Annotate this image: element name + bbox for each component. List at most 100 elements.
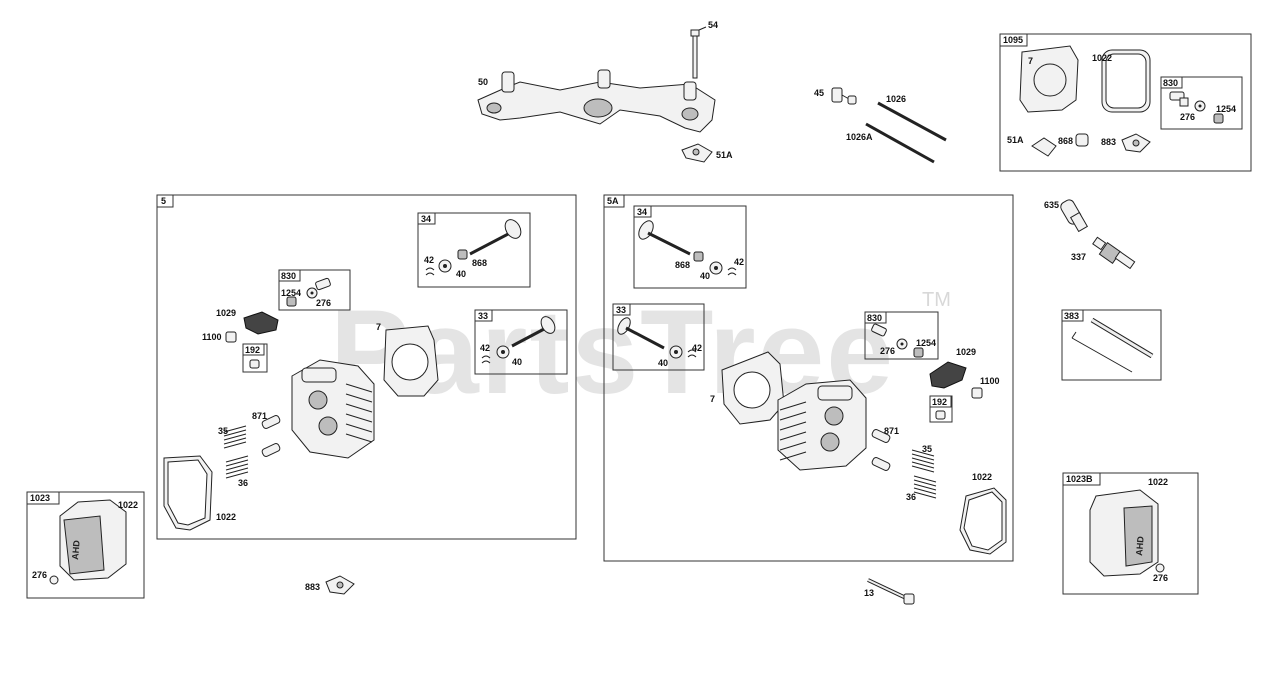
label-13: 13 xyxy=(864,588,874,598)
b5-sub-192-tag[interactable] xyxy=(242,343,265,356)
kit-1023-label-276: 276 xyxy=(32,570,47,580)
label-box-830-kit: 830 xyxy=(1163,78,1178,88)
kit-1023B-part-276-washer[interactable] xyxy=(1155,563,1165,573)
b5-part-1100-pivot[interactable] xyxy=(225,331,237,343)
b5-part-40-retainer-b[interactable] xyxy=(496,345,510,359)
b5-part-42-keeper-a[interactable] xyxy=(425,267,435,276)
kit-1095-part-276-washer[interactable] xyxy=(1194,100,1206,112)
label-box-383: 383 xyxy=(1064,311,1079,321)
part-54-bolt[interactable] xyxy=(690,26,707,79)
b5-part-35-spring[interactable] xyxy=(223,425,247,449)
b5-part-1029-rocker[interactable] xyxy=(243,311,279,335)
b5-part-192-screw[interactable] xyxy=(249,359,260,369)
b5A-part-cylinder-head[interactable] xyxy=(777,379,867,471)
part-50-manifold[interactable] xyxy=(477,69,716,133)
kit-1095-tag[interactable] xyxy=(999,33,1028,47)
b5A-sub-192-tag[interactable] xyxy=(929,395,952,408)
b5-part-1022-cover-gasket[interactable] xyxy=(163,455,213,531)
label-box-5: 5 xyxy=(161,196,166,206)
b5A-part-42-keeper-b[interactable] xyxy=(687,349,697,358)
b5A-sub-33-tag[interactable] xyxy=(612,303,631,316)
part-383-wrench[interactable] xyxy=(1071,317,1154,373)
b5-part-871-guide-b[interactable] xyxy=(261,443,281,458)
part-1026A-pushrod[interactable] xyxy=(865,122,935,164)
label-b5A-box-34: 34 xyxy=(637,207,647,217)
part-51A-gasket-top[interactable] xyxy=(681,143,713,163)
label-b5A-36: 36 xyxy=(906,492,916,502)
assembly-5-tag[interactable] xyxy=(156,194,174,208)
label-b5-868: 868 xyxy=(472,258,487,268)
b5A-part-830-stud[interactable] xyxy=(871,323,887,337)
b5A-sub-830-tag[interactable] xyxy=(864,311,887,324)
b5-part-cylinder-head[interactable] xyxy=(291,359,375,459)
b5A-part-1254-nut[interactable] xyxy=(913,347,924,358)
b5-sub-830-tag[interactable] xyxy=(278,269,301,282)
b5A-part-36-spring[interactable] xyxy=(913,475,937,499)
b5A-part-40-retainer-a[interactable] xyxy=(709,261,723,275)
label-b5A-1029: 1029 xyxy=(956,347,976,357)
kit-1023-part-cover[interactable]: AHD xyxy=(59,499,127,581)
b5A-part-871-guide-a[interactable] xyxy=(871,429,891,444)
kit-1023B-tag[interactable] xyxy=(1062,472,1101,486)
kit-1095-label-1022: 1022 xyxy=(1092,53,1112,63)
kit-1095-part-1022-gasket[interactable] xyxy=(1101,49,1151,113)
part-13-head-bolt[interactable] xyxy=(867,578,915,605)
b5-part-34-exhaust-valve[interactable] xyxy=(469,217,524,256)
b5-part-830-stud[interactable] xyxy=(315,277,331,291)
label-b5-1254: 1254 xyxy=(281,288,301,298)
b5A-part-42-keeper-a[interactable] xyxy=(727,267,737,276)
b5-sub-33-tag[interactable] xyxy=(474,309,493,322)
b5-part-33-intake-valve[interactable] xyxy=(511,314,558,348)
b5A-part-34-exhaust-valve[interactable] xyxy=(636,218,691,256)
b5A-part-7-head-gasket[interactable] xyxy=(721,351,785,425)
label-b5-7: 7 xyxy=(376,322,381,332)
part-45-valve-tappet[interactable] xyxy=(831,87,857,105)
kit-1095-part-7-gasket[interactable] xyxy=(1019,45,1079,113)
kit-1095-part-868-seal[interactable] xyxy=(1075,133,1089,147)
b5A-part-1029-rocker[interactable] xyxy=(929,361,967,389)
watermark-tm: TM xyxy=(922,289,951,311)
label-b5A-276: 276 xyxy=(880,346,895,356)
b5A-part-1100-pivot[interactable] xyxy=(971,387,983,399)
b5-part-276-washer[interactable] xyxy=(306,287,318,299)
b5-sub-830-frame xyxy=(278,269,351,311)
b5A-part-35-spring[interactable] xyxy=(911,449,935,473)
part-337-spark-plug[interactable] xyxy=(1092,236,1136,270)
kit-1095-part-883-gasket[interactable] xyxy=(1121,133,1151,153)
b5-part-868-seal[interactable] xyxy=(457,249,468,260)
b5-part-1254-nut[interactable] xyxy=(286,296,297,307)
kit-1095-sub-830-tag[interactable] xyxy=(1160,76,1183,89)
box-383-tag[interactable] xyxy=(1061,309,1084,322)
label-b5A-1100: 1100 xyxy=(980,376,1000,386)
b5A-part-871-guide-b[interactable] xyxy=(871,457,891,472)
b5A-part-1022-cover-gasket[interactable] xyxy=(959,487,1007,555)
b5A-sub-34-tag[interactable] xyxy=(633,205,652,218)
label-box-1023B: 1023B xyxy=(1066,474,1093,484)
label-b5A-7: 7 xyxy=(710,394,715,404)
b5A-part-40-retainer-b[interactable] xyxy=(669,345,683,359)
b5A-part-276-washer[interactable] xyxy=(896,338,908,350)
kit-1095-part-830-stud[interactable] xyxy=(1169,91,1189,107)
assembly-5A-tag[interactable] xyxy=(603,194,625,208)
kit-1095-label-51A: 51A xyxy=(1007,135,1024,145)
kit-1095-part-1254-nut[interactable] xyxy=(1213,113,1224,124)
b5-sub-34-tag[interactable] xyxy=(417,212,436,225)
kit-1095-part-51A-gasket[interactable] xyxy=(1031,137,1057,157)
label-b5A-box-33: 33 xyxy=(616,305,626,315)
kit-1023B-part-cover[interactable]: AHD xyxy=(1089,489,1159,577)
b5-part-36-spring[interactable] xyxy=(225,455,249,479)
b5-part-42-keeper-b[interactable] xyxy=(481,355,491,364)
part-1026-pushrod[interactable] xyxy=(877,101,947,142)
b5-part-40-retainer-a[interactable] xyxy=(438,259,452,273)
kit-1095-label-7: 7 xyxy=(1028,56,1033,66)
b5-part-871-guide-a[interactable] xyxy=(261,415,281,430)
kit-1023-tag[interactable] xyxy=(26,491,60,505)
b5A-part-33-intake-valve[interactable] xyxy=(615,316,665,350)
kit-1023-part-276-washer[interactable] xyxy=(49,575,59,585)
label-b5A-35: 35 xyxy=(922,444,932,454)
b5-part-7-head-gasket[interactable] xyxy=(383,325,439,397)
b5A-part-868-seal[interactable] xyxy=(693,251,704,262)
part-883-gasket[interactable] xyxy=(325,575,355,595)
part-635-spark-cap[interactable] xyxy=(1059,198,1089,233)
b5A-part-192-screw[interactable] xyxy=(935,410,946,420)
